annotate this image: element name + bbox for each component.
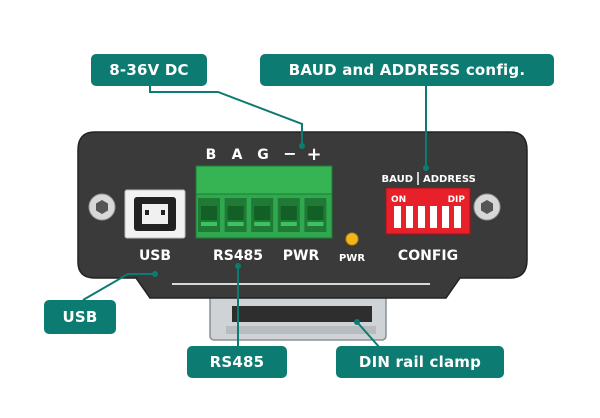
dip-on-label: ON bbox=[391, 195, 406, 205]
pin-label-plus: + bbox=[306, 144, 321, 165]
baud-label: BAUD bbox=[382, 174, 413, 185]
usb-port bbox=[124, 189, 186, 239]
leader-lines bbox=[82, 78, 427, 349]
pin-label-minus: − bbox=[283, 144, 296, 163]
usb-label: USB bbox=[139, 248, 171, 264]
power-supply-callout: 8-36V DC bbox=[91, 54, 207, 86]
left-screw-icon bbox=[88, 193, 116, 221]
pwr-led-label: PWR bbox=[339, 253, 365, 264]
terminal-slot bbox=[304, 198, 327, 232]
address-label: ADDRESS bbox=[423, 174, 476, 185]
terminal-slot bbox=[251, 198, 274, 232]
dip-lever bbox=[454, 206, 461, 228]
terminal-slot bbox=[224, 198, 247, 232]
usb-callout: USB bbox=[44, 300, 116, 334]
config-label: CONFIG bbox=[398, 248, 458, 264]
dip-lever bbox=[442, 206, 449, 228]
dip-lever bbox=[406, 206, 413, 228]
pin-label-b: B bbox=[206, 147, 217, 163]
rs485-label: RS485 bbox=[213, 248, 263, 264]
dip-lever bbox=[430, 206, 437, 228]
din-rail-clamp bbox=[209, 293, 387, 341]
config-callout: BAUD and ADDRESS config. bbox=[260, 54, 554, 86]
pwr-led bbox=[345, 232, 359, 246]
right-screw-icon bbox=[473, 193, 501, 221]
terminal-slot bbox=[198, 198, 220, 232]
terminal-slot bbox=[277, 198, 300, 232]
leader-dots bbox=[152, 143, 429, 325]
pin-label-g: G bbox=[257, 147, 269, 163]
dip-dip-label: DIP bbox=[448, 195, 466, 205]
pin-label-a: A bbox=[232, 147, 243, 163]
dip-lever bbox=[394, 206, 401, 228]
rs485-callout: RS485 bbox=[187, 346, 287, 378]
pwr-label: PWR bbox=[283, 248, 320, 264]
din-rail-callout: DIN rail clamp bbox=[336, 346, 504, 378]
dip-lever bbox=[418, 206, 425, 228]
